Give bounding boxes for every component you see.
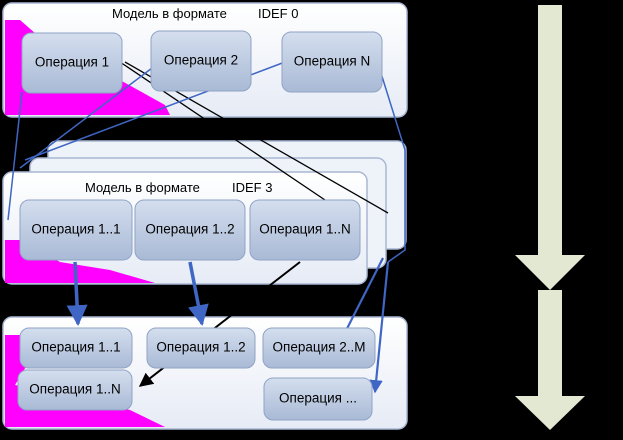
result-op-2-m-label: Операция 2..M bbox=[273, 340, 366, 355]
idef3-op-1-1-label: Операция 1..1 bbox=[31, 222, 120, 237]
idef0-op-n-label: Операция N bbox=[294, 54, 370, 69]
link-op2-left bbox=[19, 61, 161, 169]
flow-arrow-upper bbox=[515, 5, 585, 290]
idef3-op-1-n-label: Операция 1..N bbox=[259, 222, 350, 237]
result-op-1-1-label: Операция 1..1 bbox=[31, 340, 120, 355]
result-op-etc[interactable]: Операция ... bbox=[263, 377, 373, 421]
link-etc bbox=[369, 261, 390, 394]
idef3-op-1-2-label: Операция 1..2 bbox=[145, 222, 234, 237]
result-op-1-1[interactable]: Операция 1..1 bbox=[19, 327, 133, 369]
result-op-1-n[interactable]: Операция 1..N bbox=[17, 369, 133, 411]
result-op-2-m[interactable]: Операция 2..M bbox=[262, 327, 376, 369]
idef0-title: Модель в формате bbox=[112, 6, 227, 21]
idef3-op-1-1[interactable]: Операция 1..1 bbox=[19, 199, 133, 261]
idef3-notation: IDEF 3 bbox=[232, 180, 272, 195]
result-op-1-2-label: Операция 1..2 bbox=[156, 340, 245, 355]
idef0-op-1[interactable]: Операция 1 bbox=[21, 32, 123, 94]
idef3-title: Модель в формате bbox=[85, 180, 200, 195]
idef3-op-1-2[interactable]: Операция 1..2 bbox=[134, 199, 246, 261]
idef0-op-1-label: Операция 1 bbox=[35, 55, 109, 70]
link-op1-down bbox=[7, 91, 23, 221]
idef0-op-n[interactable]: Операция N bbox=[281, 31, 383, 93]
link-1-1 bbox=[66, 261, 88, 327]
result-op-1-2[interactable]: Операция 1..2 bbox=[146, 327, 256, 369]
link-opN-right bbox=[379, 69, 406, 263]
idef0-op-2[interactable]: Операция 2 bbox=[150, 30, 252, 92]
result-op-etc-label: Операция ... bbox=[279, 391, 357, 406]
link-1-2 bbox=[188, 261, 209, 327]
idef0-op-2-label: Операция 2 bbox=[164, 53, 238, 68]
idef3-op-1-n[interactable]: Операция 1..N bbox=[249, 199, 361, 261]
result-op-1-n-label: Операция 1..N bbox=[29, 382, 120, 397]
idef0-notation: IDEF 0 bbox=[258, 6, 298, 21]
flow-arrow-lower bbox=[515, 290, 585, 430]
